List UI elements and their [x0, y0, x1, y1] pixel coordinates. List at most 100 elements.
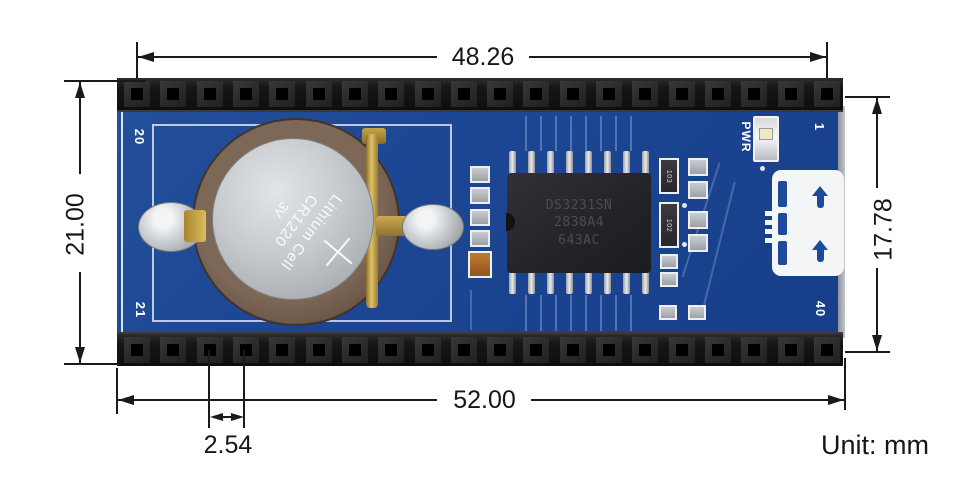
socket-hole — [203, 88, 216, 100]
smd-resistor-103: 103 — [659, 158, 679, 194]
socket-hole — [603, 88, 616, 100]
header-socket — [450, 81, 477, 107]
socket-hole — [712, 88, 724, 100]
socket-hole — [603, 344, 616, 356]
dim-21-value: 21.00 — [61, 193, 90, 256]
header-socket — [487, 81, 514, 107]
header-socket — [341, 81, 368, 107]
smd-resistor-102: 102 — [659, 202, 679, 248]
dim-1778-value: 17.78 — [869, 198, 898, 261]
socket-hole — [312, 344, 325, 356]
socket-hole — [348, 344, 361, 356]
dim-52-ext-right — [844, 358, 846, 410]
socket-hole — [494, 344, 507, 356]
smd-pad — [660, 254, 678, 269]
usb-arrow-icon — [812, 186, 828, 210]
battery-cell — [212, 138, 374, 300]
header-socket — [596, 81, 623, 107]
socket-hole — [457, 88, 470, 100]
power-led-core — [759, 128, 773, 140]
dim-52-line-left — [117, 399, 437, 401]
header-socket — [414, 337, 441, 363]
socket-hole — [457, 344, 470, 356]
pin-label-21: 21 — [133, 301, 148, 319]
header-socket — [777, 81, 804, 107]
header-socket — [813, 337, 840, 363]
header-socket — [668, 337, 695, 363]
chip-marking-line2: 2838A4 — [554, 215, 604, 231]
header-socket — [414, 81, 441, 107]
socket-hole — [566, 344, 579, 356]
socket-hole — [566, 88, 579, 100]
usb-arrow-icon — [812, 240, 828, 264]
usb-silk-bar — [778, 213, 787, 235]
header-socket — [124, 81, 150, 107]
chip-pin — [642, 270, 649, 294]
header-socket — [813, 81, 840, 107]
chip-pin — [547, 151, 554, 175]
socket-hole — [748, 88, 761, 100]
dim-48-ext-right — [826, 42, 828, 78]
header-socket — [487, 337, 514, 363]
dim-1778-arrow-down — [872, 335, 882, 351]
socket-hole — [530, 88, 543, 100]
socket-hole — [820, 88, 833, 100]
socket-hole — [494, 88, 507, 100]
header-socket — [160, 81, 187, 107]
smd-capacitor — [468, 251, 492, 278]
smd-component — [688, 305, 706, 320]
socket-hole — [820, 344, 833, 356]
socket-hole — [639, 344, 652, 356]
socket-hole — [675, 344, 688, 356]
dim-48-arrow-left — [138, 52, 154, 62]
socket-hole — [421, 88, 434, 100]
socket-hole — [784, 88, 797, 100]
dim-1778-arrow-up — [872, 98, 882, 114]
dim-254-value: 2.54 — [203, 431, 253, 459]
socket-hole — [748, 344, 761, 356]
dim-254-arrow-left — [210, 413, 223, 421]
socket-hole — [239, 88, 252, 100]
chip-pin — [604, 151, 611, 175]
dim-254-ext-right — [243, 350, 245, 428]
dim-1778-line-bottom — [876, 268, 878, 351]
smd-component — [688, 158, 708, 176]
header-socket — [705, 337, 731, 363]
smd-pad — [660, 272, 678, 287]
pcb-trace-vertical — [470, 290, 472, 330]
chip-pins-bottom — [509, 270, 649, 294]
socket-hole — [385, 344, 398, 356]
chip-pin — [585, 270, 592, 294]
socket-hole — [276, 88, 289, 100]
header-socket — [232, 81, 259, 107]
resistor-value-label: 102 — [665, 218, 673, 232]
dim-21-line-top — [79, 82, 81, 174]
smd-component — [659, 305, 677, 320]
socket-hole — [131, 88, 143, 100]
chip-pin — [528, 270, 535, 294]
dim-21-arrow-down — [75, 347, 85, 363]
pin-label-40: 40 — [813, 300, 828, 318]
dim-52-line-right — [531, 399, 845, 401]
pin-label-1: 1 — [812, 122, 827, 132]
dim-254-arrow-right — [231, 413, 244, 421]
pwr-silkscreen-label: PWR — [739, 121, 753, 153]
chip-pin — [585, 151, 592, 175]
pin-label-20: 20 — [132, 128, 147, 146]
rtc-chip: DS3231SN 2838A4 643AC — [507, 173, 651, 273]
dim-254-line — [219, 416, 235, 418]
header-socket — [269, 337, 296, 363]
dim-21-line-bottom — [79, 272, 81, 363]
socket-hole — [421, 344, 434, 356]
unit-note: Unit: mm — [821, 430, 929, 460]
dim-48-line-left — [137, 56, 437, 58]
socket-hole — [675, 88, 688, 100]
header-socket — [632, 337, 659, 363]
header-socket — [450, 337, 477, 363]
usb-pin-tab — [765, 238, 778, 243]
dim-1778-ext-top — [845, 96, 890, 98]
socket-hole — [276, 344, 289, 356]
header-socket — [596, 337, 623, 363]
chip-marking-line1: DS3231SN — [545, 197, 613, 213]
chip-marking-line3: 643AC — [558, 232, 600, 248]
